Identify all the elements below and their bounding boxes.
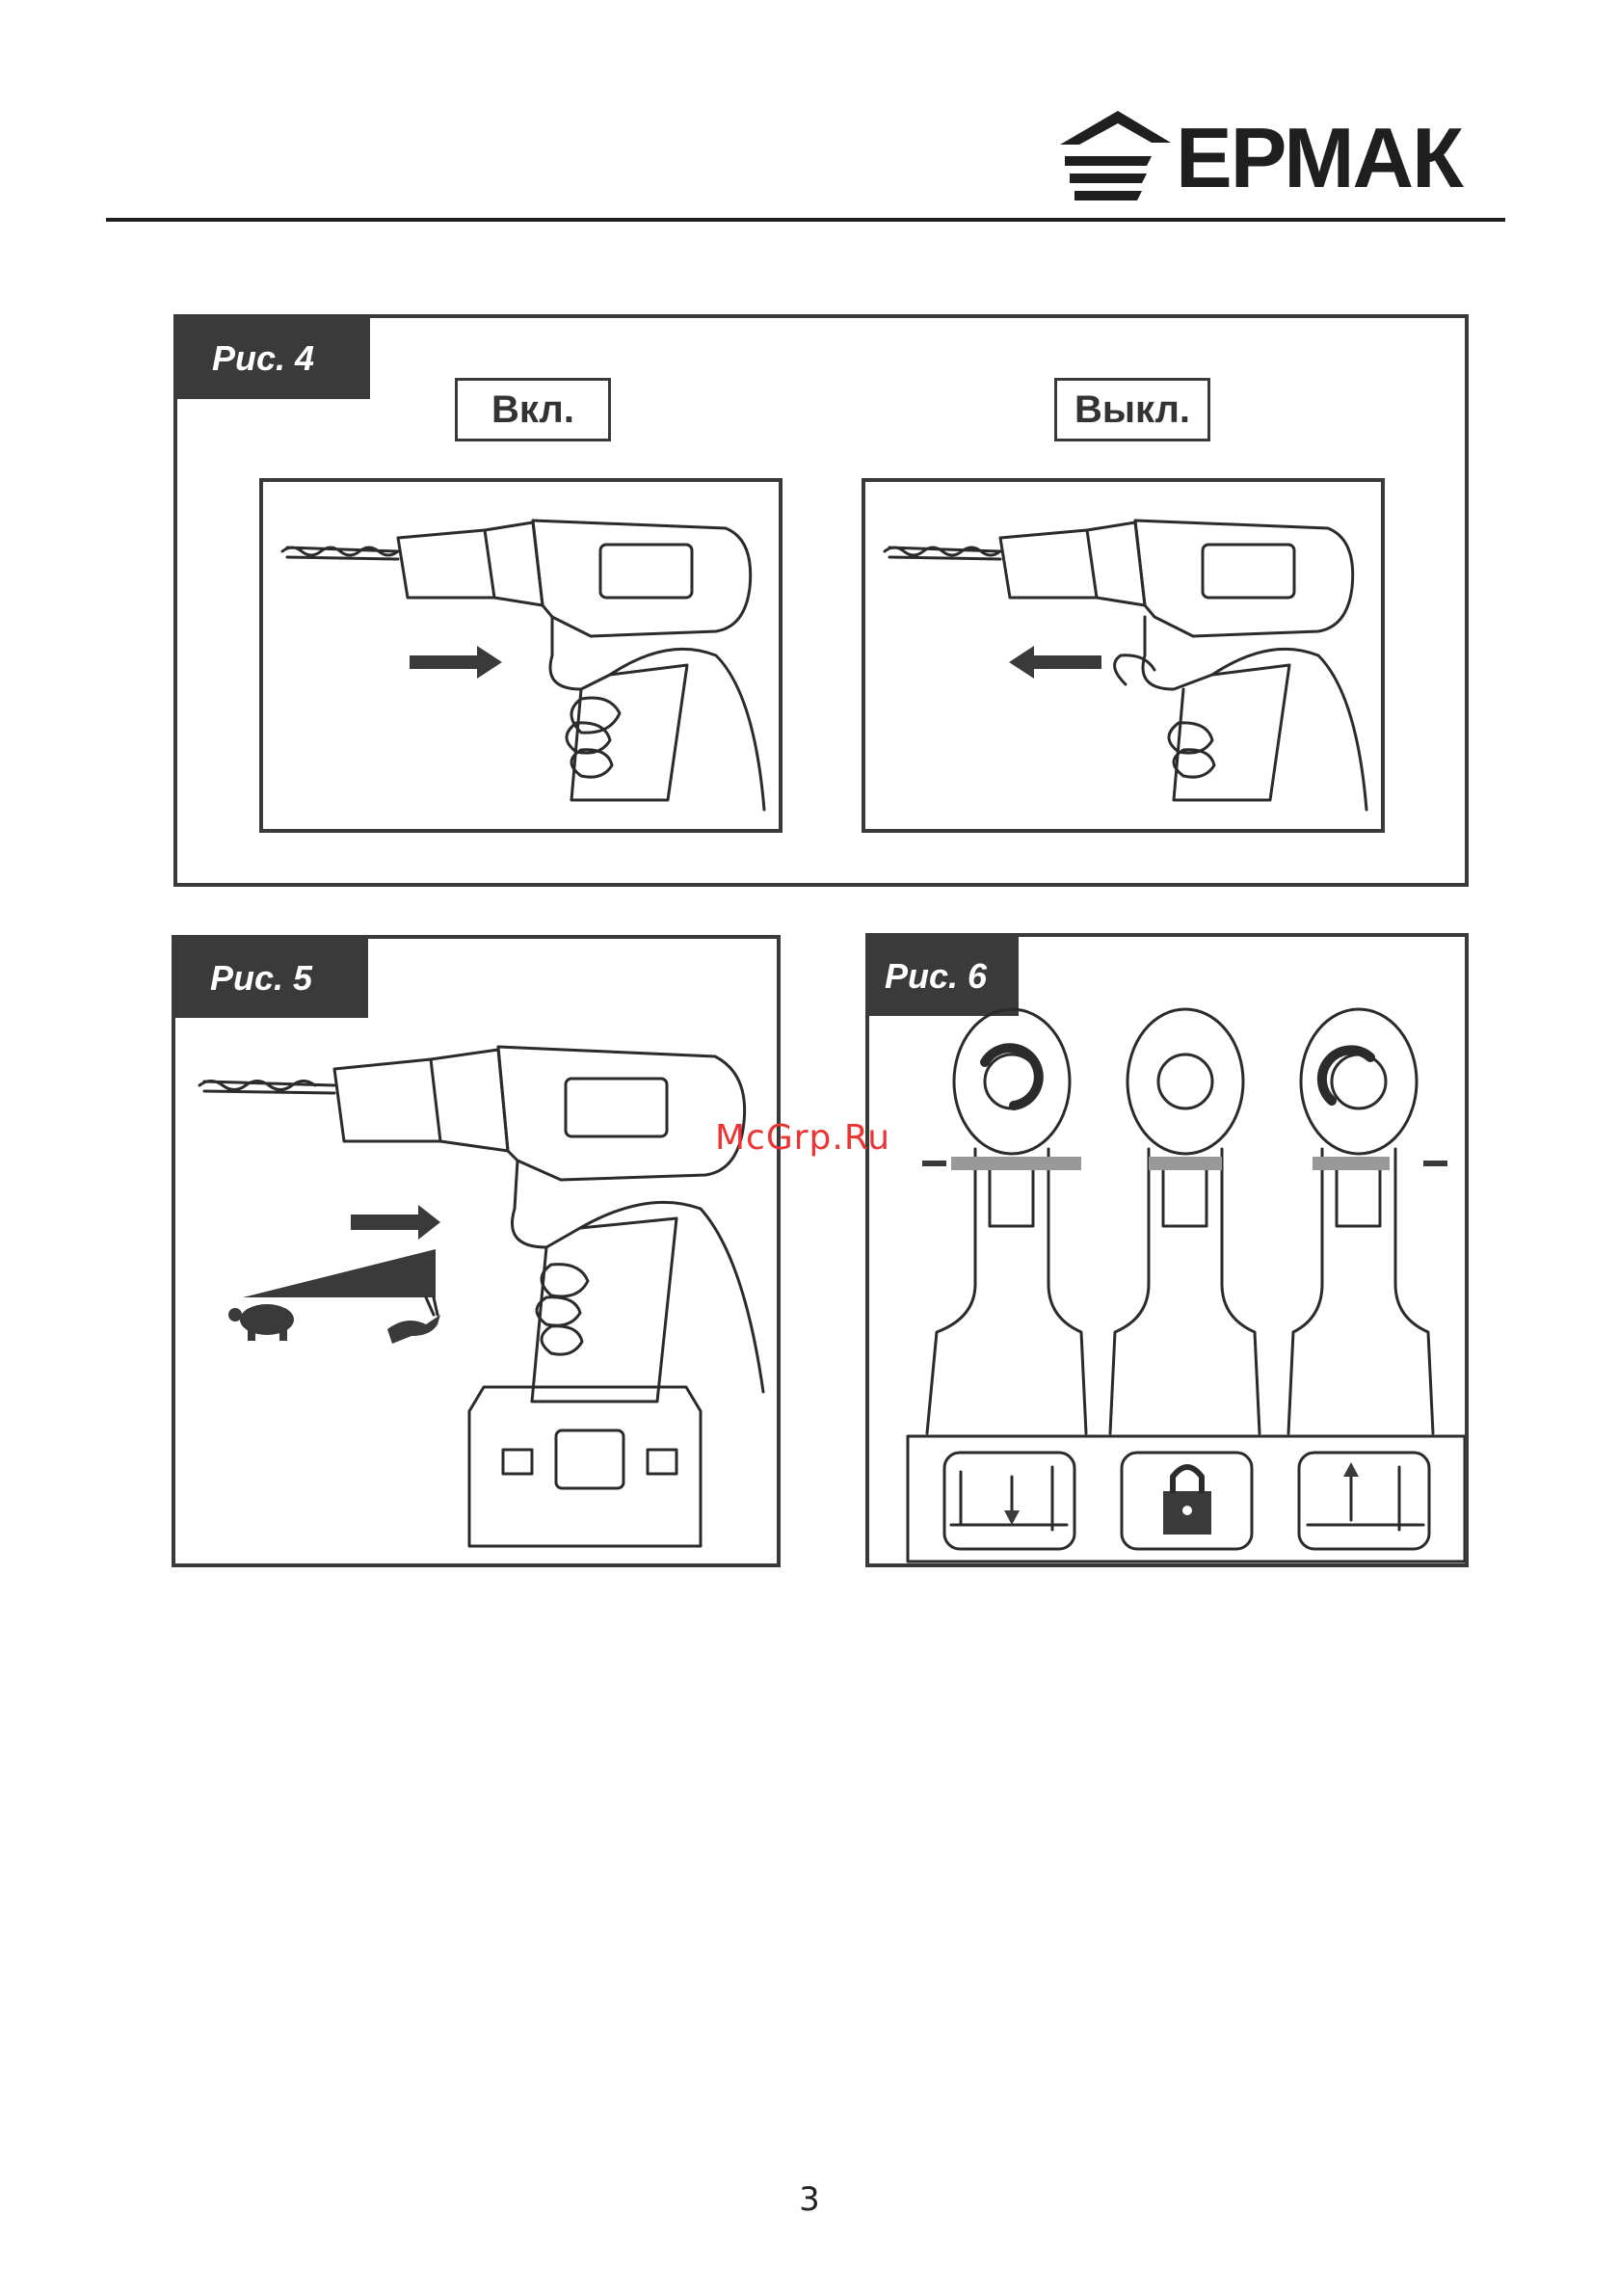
brand-logo: ЕРМАК: [1060, 106, 1508, 202]
figure-5-tab: Рис. 5: [175, 939, 368, 1018]
figure-6-panel: Рис. 6: [865, 933, 1469, 1567]
watermark-text: McGrp.Ru: [715, 1118, 890, 1158]
figure-4-tab: Рис. 4: [177, 318, 370, 399]
turtle-icon: [228, 1304, 294, 1341]
drill-speed-illustration: [175, 1026, 777, 1565]
label-on: Вкл.: [455, 378, 611, 441]
page-number: 3: [771, 2180, 848, 2219]
logo-mark-icon: [1060, 106, 1176, 202]
drill-trigger-on-illustration: [259, 478, 782, 833]
drill-in-icon: [944, 1453, 1074, 1549]
drill-off-icon: [865, 482, 1381, 829]
header-divider: [106, 218, 1505, 222]
figure-4-panel: Рис. 4 Вкл. Выкл.: [173, 314, 1469, 887]
drill-out-icon: [1299, 1453, 1429, 1549]
drill-lock-icon: [1110, 1009, 1260, 1433]
figure-5-panel: Рис. 5: [172, 935, 781, 1567]
drill-on-icon: [263, 482, 779, 829]
logo-text: ЕРМАК: [1176, 116, 1462, 200]
direction-switch-illustration: [869, 937, 1465, 1563]
label-off: Выкл.: [1054, 378, 1210, 441]
drill-forward-icon: [922, 1009, 1086, 1433]
lock-icon: [1122, 1453, 1252, 1549]
drill-trigger-off-illustration: [862, 478, 1385, 833]
drill-reverse-icon: [1288, 1009, 1447, 1433]
hare-icon: [387, 1297, 440, 1344]
